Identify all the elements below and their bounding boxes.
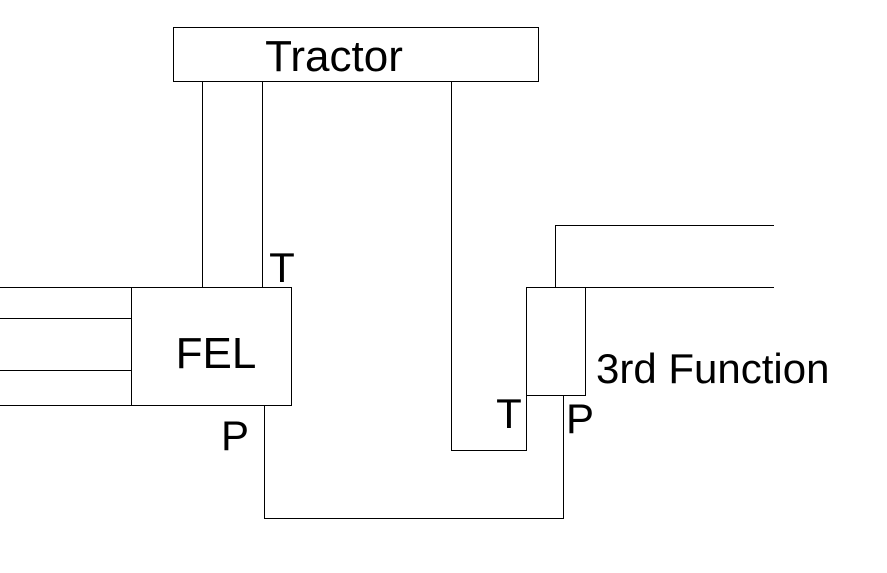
third-tank-port-label: T: [496, 390, 522, 437]
tractor-label: Tractor: [265, 32, 403, 81]
fel-pressure-port-label: P: [221, 412, 249, 459]
fel-label: FEL: [176, 329, 257, 378]
third-function-out-line-top: [555, 225, 774, 287]
third-pressure-port-label: P: [566, 395, 594, 442]
fel-box: [131, 287, 292, 406]
third-function-box: [526, 287, 586, 396]
fel-tank-port-label: T: [269, 244, 295, 291]
tractor-to-third-tank-line: [451, 82, 527, 451]
third-function-label: 3rd Function: [596, 345, 829, 392]
fel-pressure-to-third-pressure-line: [264, 396, 564, 519]
tractor-box: [173, 27, 539, 82]
